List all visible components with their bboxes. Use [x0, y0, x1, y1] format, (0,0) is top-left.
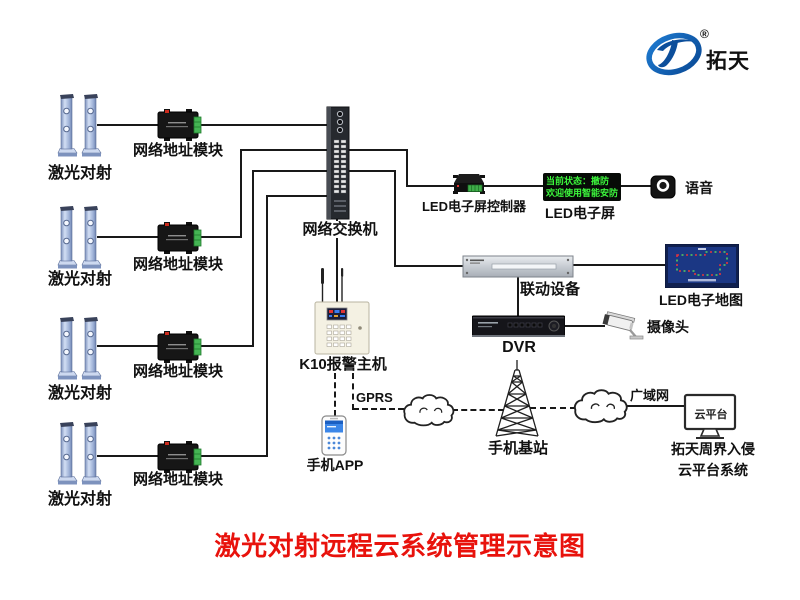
- dashed-line: [352, 373, 354, 410]
- connector-line: [348, 170, 396, 172]
- connector-line: [240, 149, 242, 238]
- dashed-line: [334, 373, 336, 416]
- connector-line: [517, 277, 519, 317]
- laser-label: 激光对射: [47, 271, 112, 288]
- cloud-system-label-line2: 云平台系统: [678, 462, 748, 478]
- laser-beam-towers-icon: [57, 206, 102, 269]
- module-label: 网络地址模块: [132, 363, 223, 380]
- dvr-label: DVR: [502, 339, 536, 356]
- linkage-device-icon: [462, 255, 574, 278]
- connector-line: [97, 124, 328, 126]
- cloud-icon: [573, 389, 628, 424]
- speaker-icon: [650, 175, 676, 199]
- connector-line: [336, 219, 338, 303]
- phone-app-label: 手机APP: [306, 457, 364, 473]
- laser-beam-towers-icon: [57, 94, 102, 157]
- base-station-label: 手机基站: [487, 440, 548, 457]
- network-switch-icon: [326, 106, 350, 220]
- network-address-module-icon: [157, 109, 202, 141]
- led-map-label: LED电子地图: [659, 292, 743, 308]
- connector-line: [484, 185, 543, 187]
- led-screen-label: LED电子屏: [545, 205, 615, 221]
- cloud-icon: [403, 394, 455, 427]
- switch-label: 网络交换机: [296, 221, 384, 239]
- module-label: 网络地址模块: [132, 471, 223, 488]
- linkage-label: 联动设备: [519, 281, 580, 298]
- connector-line: [348, 149, 408, 151]
- connector-line: [394, 265, 464, 267]
- led-controller-icon: [453, 174, 485, 194]
- connector-line: [573, 264, 665, 266]
- laser-label: 激光对射: [47, 165, 112, 182]
- network-address-module-icon: [157, 331, 202, 363]
- laser-beam-towers-icon: [57, 422, 102, 485]
- k10-label: K10报警主机: [299, 356, 387, 373]
- gprs-label: GPRS: [356, 390, 393, 405]
- camera-label: 摄像头: [647, 319, 689, 335]
- dashed-line: [530, 407, 576, 409]
- camera-icon: [602, 311, 644, 340]
- brand-name: 拓天: [706, 50, 750, 73]
- diagram-title: 激光对射远程云系统管理示意图: [214, 531, 586, 561]
- led-display-screen: 当前状态：撤防 欢迎使用智能安防: [543, 173, 621, 201]
- network-address-module-icon: [157, 441, 202, 473]
- cloud-platform-monitor-icon: [683, 393, 737, 439]
- network-address-module-icon: [157, 222, 202, 254]
- connector-line: [620, 185, 651, 187]
- led-map-icon: [665, 244, 739, 288]
- tuotian-logo-icon: [646, 32, 702, 76]
- led-screen-line2: 欢迎使用智能安防: [546, 188, 619, 198]
- connector-line: [406, 149, 408, 187]
- wan-label: 广域网: [630, 388, 670, 403]
- led-controller-label: LED电子屏控制器: [421, 199, 526, 214]
- dashed-line: [353, 408, 404, 410]
- connector-line: [406, 185, 456, 187]
- connector-line: [240, 149, 328, 151]
- k10-alarm-host-icon: [314, 268, 370, 355]
- voice-label: 语音: [685, 180, 713, 196]
- connector-line: [394, 170, 396, 267]
- laser-label: 激光对射: [47, 491, 112, 508]
- led-screen-line1: 当前状态：撤防: [546, 176, 610, 186]
- laser-beam-towers-icon: [57, 317, 102, 380]
- connector-line: [563, 325, 605, 327]
- module-label: 网络地址模块: [132, 256, 223, 273]
- laser-label: 激光对射: [47, 385, 112, 402]
- connector-line: [266, 195, 328, 197]
- dvr-icon: [472, 315, 565, 337]
- cloud-system-label-line1: 拓天周界入侵: [671, 441, 755, 457]
- registered-mark: ®: [700, 27, 709, 41]
- connector-line: [252, 170, 254, 347]
- connector-line: [252, 170, 328, 172]
- module-label: 网络地址模块: [132, 142, 223, 159]
- connector-line: [266, 195, 268, 457]
- base-station-tower-icon: [495, 360, 539, 437]
- phone-app-icon: [321, 415, 347, 456]
- dashed-line: [452, 409, 504, 411]
- monitor-screen-text: 云平台: [694, 409, 728, 421]
- connector-line: [627, 405, 685, 407]
